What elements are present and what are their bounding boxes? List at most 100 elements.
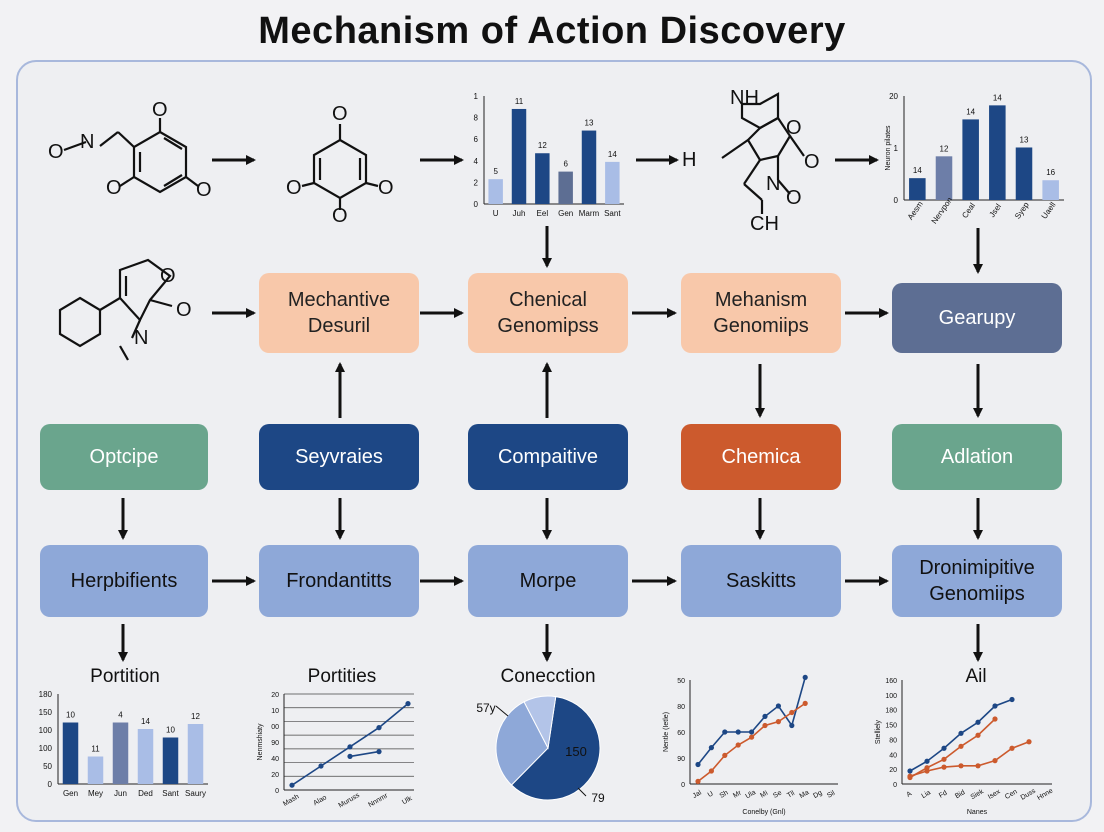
bar	[935, 156, 953, 200]
atom-label: O	[152, 99, 168, 121]
y-tick-label: 1	[894, 144, 899, 153]
atom-label: O	[786, 187, 802, 209]
data-point	[775, 719, 782, 725]
bar-value-label: 14	[141, 717, 150, 726]
data-point	[749, 734, 755, 740]
molecule-4: O O N	[58, 258, 192, 361]
bar	[581, 130, 597, 204]
atom-label: O	[332, 103, 348, 125]
data-point	[975, 732, 981, 738]
y-tick-label: 10	[271, 708, 279, 715]
y-tick-label: 100	[39, 726, 53, 735]
x-axis-label: Conelby (Gnl)	[742, 809, 785, 816]
y-tick-label: 90	[677, 756, 685, 763]
data-point	[749, 729, 755, 735]
box-mehanism-genomiips[interactable]: Mehanism Genomiips	[681, 273, 841, 353]
molecule-1: O N O O O	[48, 99, 212, 201]
box-seyvraies[interactable]: Seyvraies	[259, 424, 419, 490]
box-mechantive-desuril[interactable]: Mechantive Desuril	[259, 273, 419, 353]
flow-arrows	[118, 155, 983, 662]
x-tick-label: Hnne	[1036, 787, 1054, 801]
y-tick-label: 180	[39, 690, 53, 699]
data-point	[941, 764, 947, 770]
data-point	[907, 768, 913, 774]
y-tick-label: 100	[885, 693, 897, 700]
x-tick-label: U	[493, 209, 499, 218]
y-tick-label: 60	[677, 730, 685, 737]
bar-value-label: 16	[1046, 168, 1055, 177]
y-tick-label: 2	[474, 178, 479, 187]
x-tick-label: Cen	[1004, 788, 1019, 801]
x-tick-label: A	[905, 790, 913, 799]
x-tick-label: Sil	[826, 790, 837, 800]
x-tick-label: Muruss	[338, 792, 362, 810]
data-point	[695, 761, 701, 768]
box-adlation[interactable]: Adlation	[892, 424, 1062, 490]
atom-label: O	[48, 141, 64, 163]
y-tick-label: 1	[474, 92, 479, 101]
atom-label: O	[196, 179, 212, 201]
y-tick-label: 20	[271, 772, 279, 779]
data-point	[975, 719, 981, 725]
bar	[112, 722, 129, 784]
box-saskitts[interactable]: Saskitts	[681, 545, 841, 617]
box-herpbifients[interactable]: Herpbifients	[40, 545, 208, 617]
y-tick-label: 50	[677, 678, 685, 685]
bar	[605, 161, 620, 204]
bar-value-label: 10	[166, 726, 175, 735]
data-point	[789, 709, 795, 716]
box-optcipe[interactable]: Optcipe	[40, 424, 208, 490]
bar-value-label: 5	[493, 167, 498, 176]
data-point	[376, 749, 382, 755]
box-dronimipitive-genomiips[interactable]: Dronimipitive Genomiips	[892, 545, 1062, 617]
data-point	[708, 745, 715, 751]
x-tick-label: Siek	[970, 788, 986, 801]
y-tick-label: 80	[889, 737, 897, 744]
data-point	[958, 763, 964, 769]
data-point	[1009, 696, 1015, 703]
x-tick-label: Sant	[604, 209, 621, 218]
bar-value-label: 11	[515, 97, 524, 106]
y-tick-label: 20	[889, 92, 898, 101]
atom-label: CH	[750, 213, 779, 235]
box-compaitive[interactable]: Compaitive	[468, 424, 628, 490]
box-chenical-genomipss[interactable]: Chenical Genomipss	[468, 273, 628, 353]
x-tick-label: Lia	[920, 789, 932, 800]
data-point	[347, 744, 353, 750]
bar-value-label: 4	[118, 711, 123, 720]
data-point	[405, 701, 411, 707]
box-frondantitts[interactable]: Frondantitts	[259, 545, 419, 617]
data-point	[708, 768, 715, 774]
data-point	[695, 778, 701, 785]
bar-value-label: 12	[191, 712, 200, 721]
atom-label: NH	[730, 87, 759, 109]
data-point	[941, 745, 947, 751]
bar-value-label: 14	[966, 107, 975, 116]
x-tick-label: Marm	[579, 209, 600, 218]
x-tick-label: Tll	[786, 790, 796, 800]
box-chemica[interactable]: Chemica	[681, 424, 841, 490]
data-point	[289, 782, 295, 788]
bar-value-label: 13	[585, 119, 594, 128]
x-tick-label: Dg	[812, 789, 823, 800]
series-line	[909, 718, 996, 779]
x-tick-label: Sh	[719, 789, 730, 799]
y-tick-label: 00	[271, 724, 279, 731]
y-tick-label: 20	[271, 692, 279, 699]
atom-label: O	[160, 265, 176, 287]
box-gearupy[interactable]: Gearupy	[892, 283, 1062, 353]
y-tick-label: 0	[275, 788, 279, 795]
bar-value-label: 10	[66, 711, 75, 720]
box-morpe[interactable]: Morpe	[468, 545, 628, 617]
bar-value-label: 12	[538, 141, 547, 150]
pie-label: 150	[565, 744, 587, 759]
data-point	[789, 722, 795, 729]
bar	[137, 729, 154, 784]
data-point	[347, 753, 353, 760]
data-point	[992, 758, 998, 764]
y-tick-label: 0	[681, 782, 685, 789]
chart-title-portities: Portities	[307, 666, 377, 687]
